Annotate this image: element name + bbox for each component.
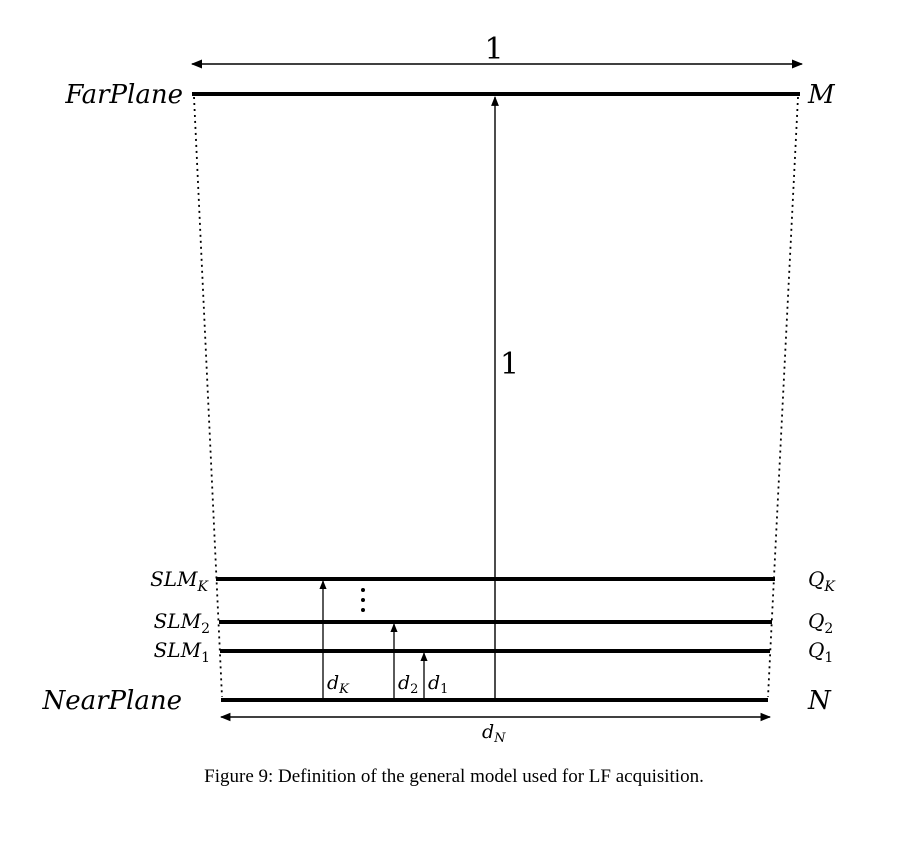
far-plane-label: FarPlane <box>64 80 183 110</box>
far-plane-right-label: M <box>807 80 836 110</box>
q-k-label: QK <box>808 567 836 595</box>
ellipsis-dot <box>361 608 365 612</box>
ellipsis-dot <box>361 588 365 592</box>
slm-k-label: SLMK <box>150 567 209 595</box>
near-plane-label: NearPlane <box>41 686 182 716</box>
q-2-label: Q2 <box>808 609 833 637</box>
distance-k-label: dK <box>327 672 350 697</box>
figure-caption: Figure 9: Definition of the general mode… <box>204 766 704 787</box>
q-1-label: Q1 <box>808 638 833 666</box>
height-label: 1 <box>500 347 519 382</box>
distance-1-label: d1 <box>428 672 448 697</box>
ellipsis-dot <box>361 598 365 602</box>
top-width-label: 1 <box>484 32 503 67</box>
frustum-left-edge <box>193 96 223 698</box>
near-width-label: dN <box>482 721 506 746</box>
frustum-right-edge <box>767 96 799 698</box>
slm-1-label: SLM1 <box>154 638 210 666</box>
near-plane-right-label: N <box>807 686 832 716</box>
slm-2-label: SLM2 <box>154 609 210 637</box>
distance-2-label: d2 <box>398 672 418 697</box>
